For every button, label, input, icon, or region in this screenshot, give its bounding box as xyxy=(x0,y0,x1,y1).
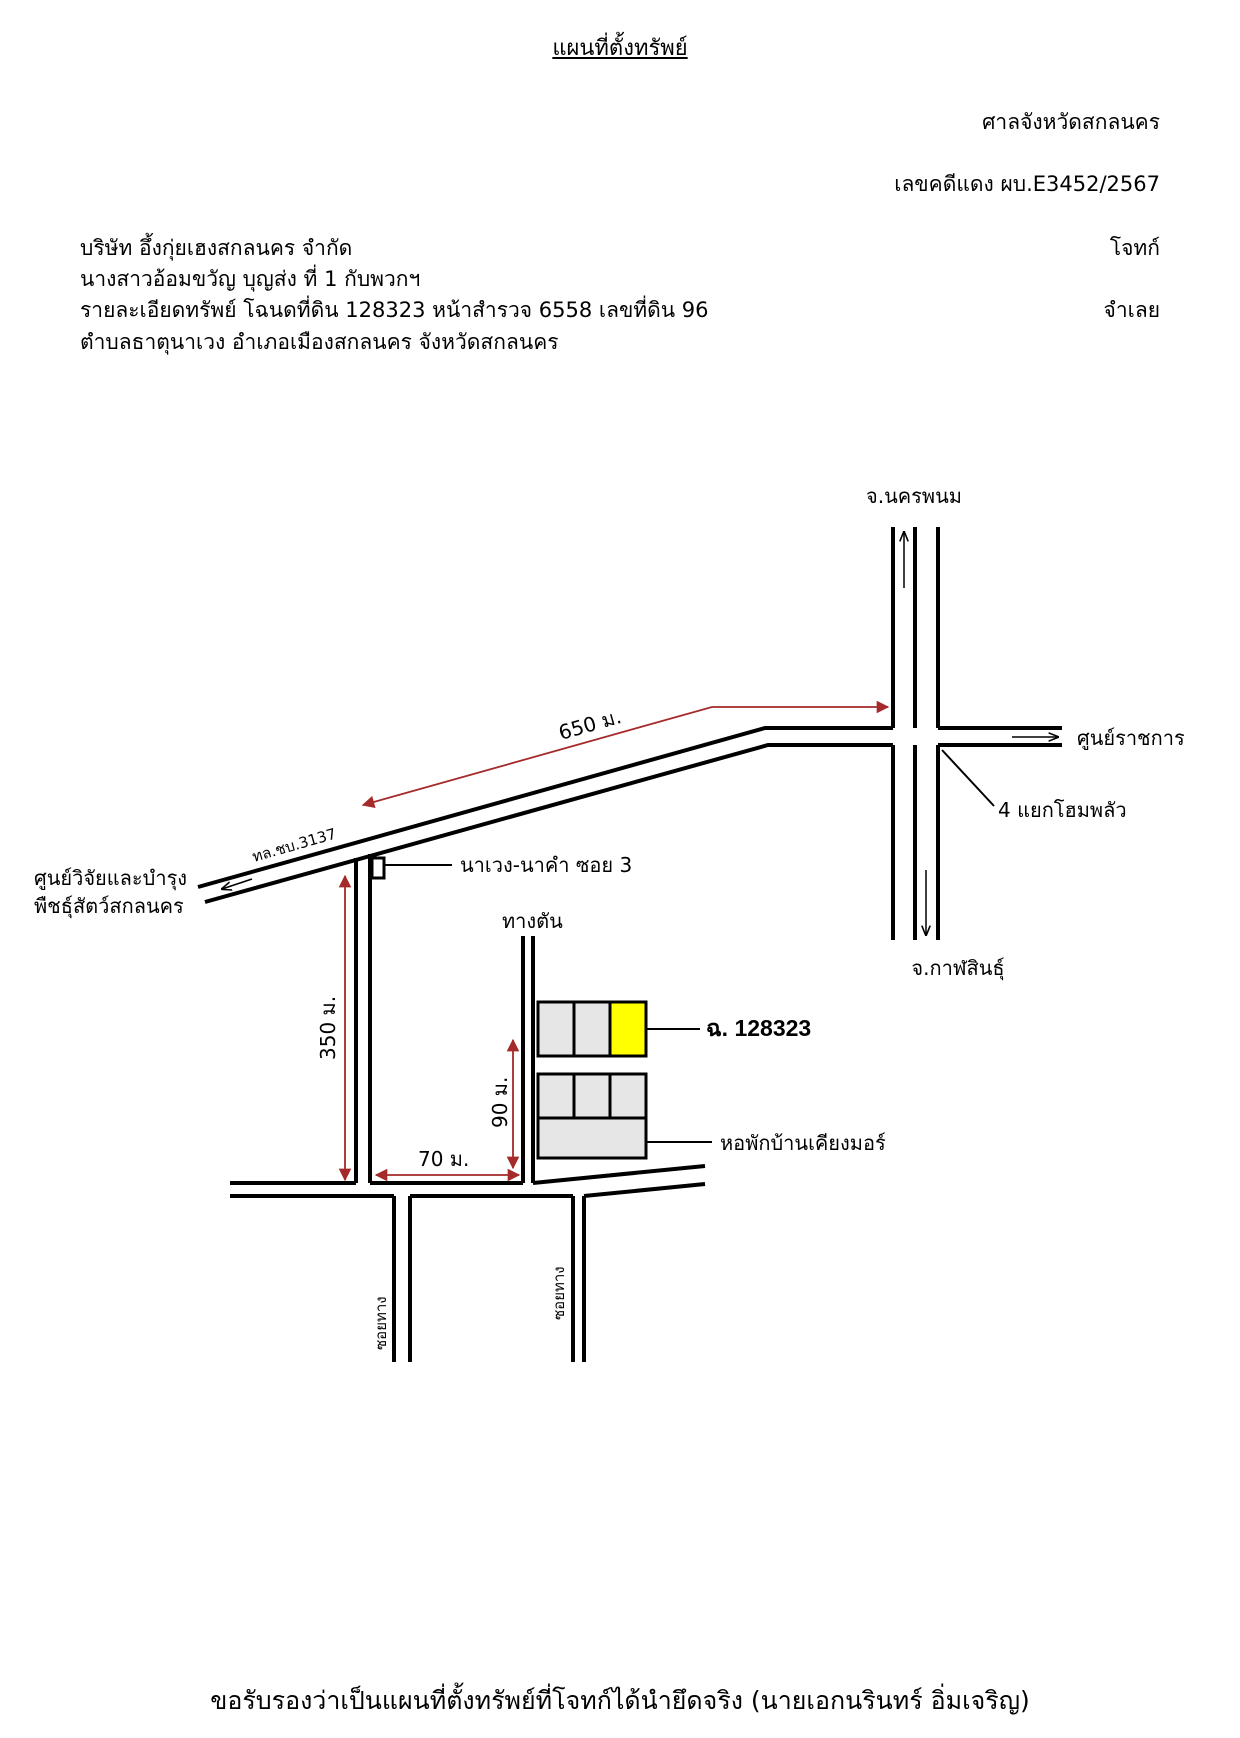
parcel-block-lower xyxy=(536,1072,648,1160)
parcel xyxy=(608,1072,648,1120)
west-arrow xyxy=(222,878,253,889)
alley-right-label: ซอยทาง xyxy=(550,1266,568,1320)
dead-end-label: ทางตัน xyxy=(502,909,563,933)
west-destination-line1: ศูนย์วิจัยและบำรุง xyxy=(34,866,187,891)
distance-70-label: 70 ม. xyxy=(418,1147,469,1171)
intersection-leader xyxy=(941,749,995,807)
road-east xyxy=(938,726,1062,747)
distance-90-label: 90 ม. xyxy=(488,1077,512,1128)
distance-350-label: 350 ม. xyxy=(316,996,340,1060)
dead-end-road xyxy=(521,936,535,1183)
parcel xyxy=(572,1000,612,1058)
alleys xyxy=(392,1196,586,1362)
north-destination-label: จ.นครพนม xyxy=(866,484,962,508)
distance-650-label: 650 ม. xyxy=(556,704,624,745)
south-destination-label: จ.กาฬสินธุ์ xyxy=(911,956,1004,981)
property-location: ตำบลธาตุนาเวง อำเภอเมืองสกลนคร จังหวัดสก… xyxy=(80,330,559,354)
court-name: ศาลจังหวัดสกลนคร xyxy=(982,110,1160,134)
road-bottom xyxy=(230,1164,706,1198)
property-detail: รายละเอียดทรัพย์ โฉนดที่ดิน 128323 หน้าส… xyxy=(80,298,709,322)
dorm-parcel xyxy=(536,1116,648,1160)
intersection-label: 4 แยกโฮมพลัว xyxy=(998,798,1127,822)
certification-footer: ขอรับรองว่าเป็นแผนที่ตั้งทรัพย์ที่โจทก์ไ… xyxy=(210,1686,1030,1715)
plaintiff-name: บริษัท อึ้งกุ่ยเฮงสกลนคร จำกัด xyxy=(80,236,353,260)
parcel-block-upper xyxy=(536,1000,648,1058)
parcel xyxy=(536,1072,576,1120)
soi-marker xyxy=(370,856,386,880)
east-destination-label: ศูนย์ราชการ xyxy=(1077,726,1185,751)
dimension-lines xyxy=(338,700,890,1182)
soi-label: นาเวง-นาคำ ซอย 3 xyxy=(460,853,632,877)
plaintiff-role: โจทก์ xyxy=(1109,236,1160,260)
west-destination-line2: พืชธุ์สัตว์สกลนคร xyxy=(34,894,184,919)
target-parcel xyxy=(608,1000,648,1058)
deed-label: ฉ. 128323 xyxy=(706,1015,811,1041)
highway-north-south xyxy=(891,527,940,940)
soi-3-road xyxy=(354,854,372,1183)
alley-left-label: ซอยทาง xyxy=(372,1296,390,1350)
dim-650 xyxy=(361,700,890,808)
dorm-label: หอพักบ้านเคียงมอร์ xyxy=(720,1131,886,1155)
parcel xyxy=(572,1072,612,1120)
defendant-name: นางสาวอ้อมขวัญ บุญส่ง ที่ 1 กับพวกฯ xyxy=(80,267,421,291)
defendant-role: จำเลย xyxy=(1103,298,1160,322)
case-number: เลขคดีแดง ผบ.E3452/2567 xyxy=(894,172,1160,196)
parcel xyxy=(536,1000,576,1058)
page-title: แผนที่ตั้งทรัพย์ xyxy=(552,36,688,61)
